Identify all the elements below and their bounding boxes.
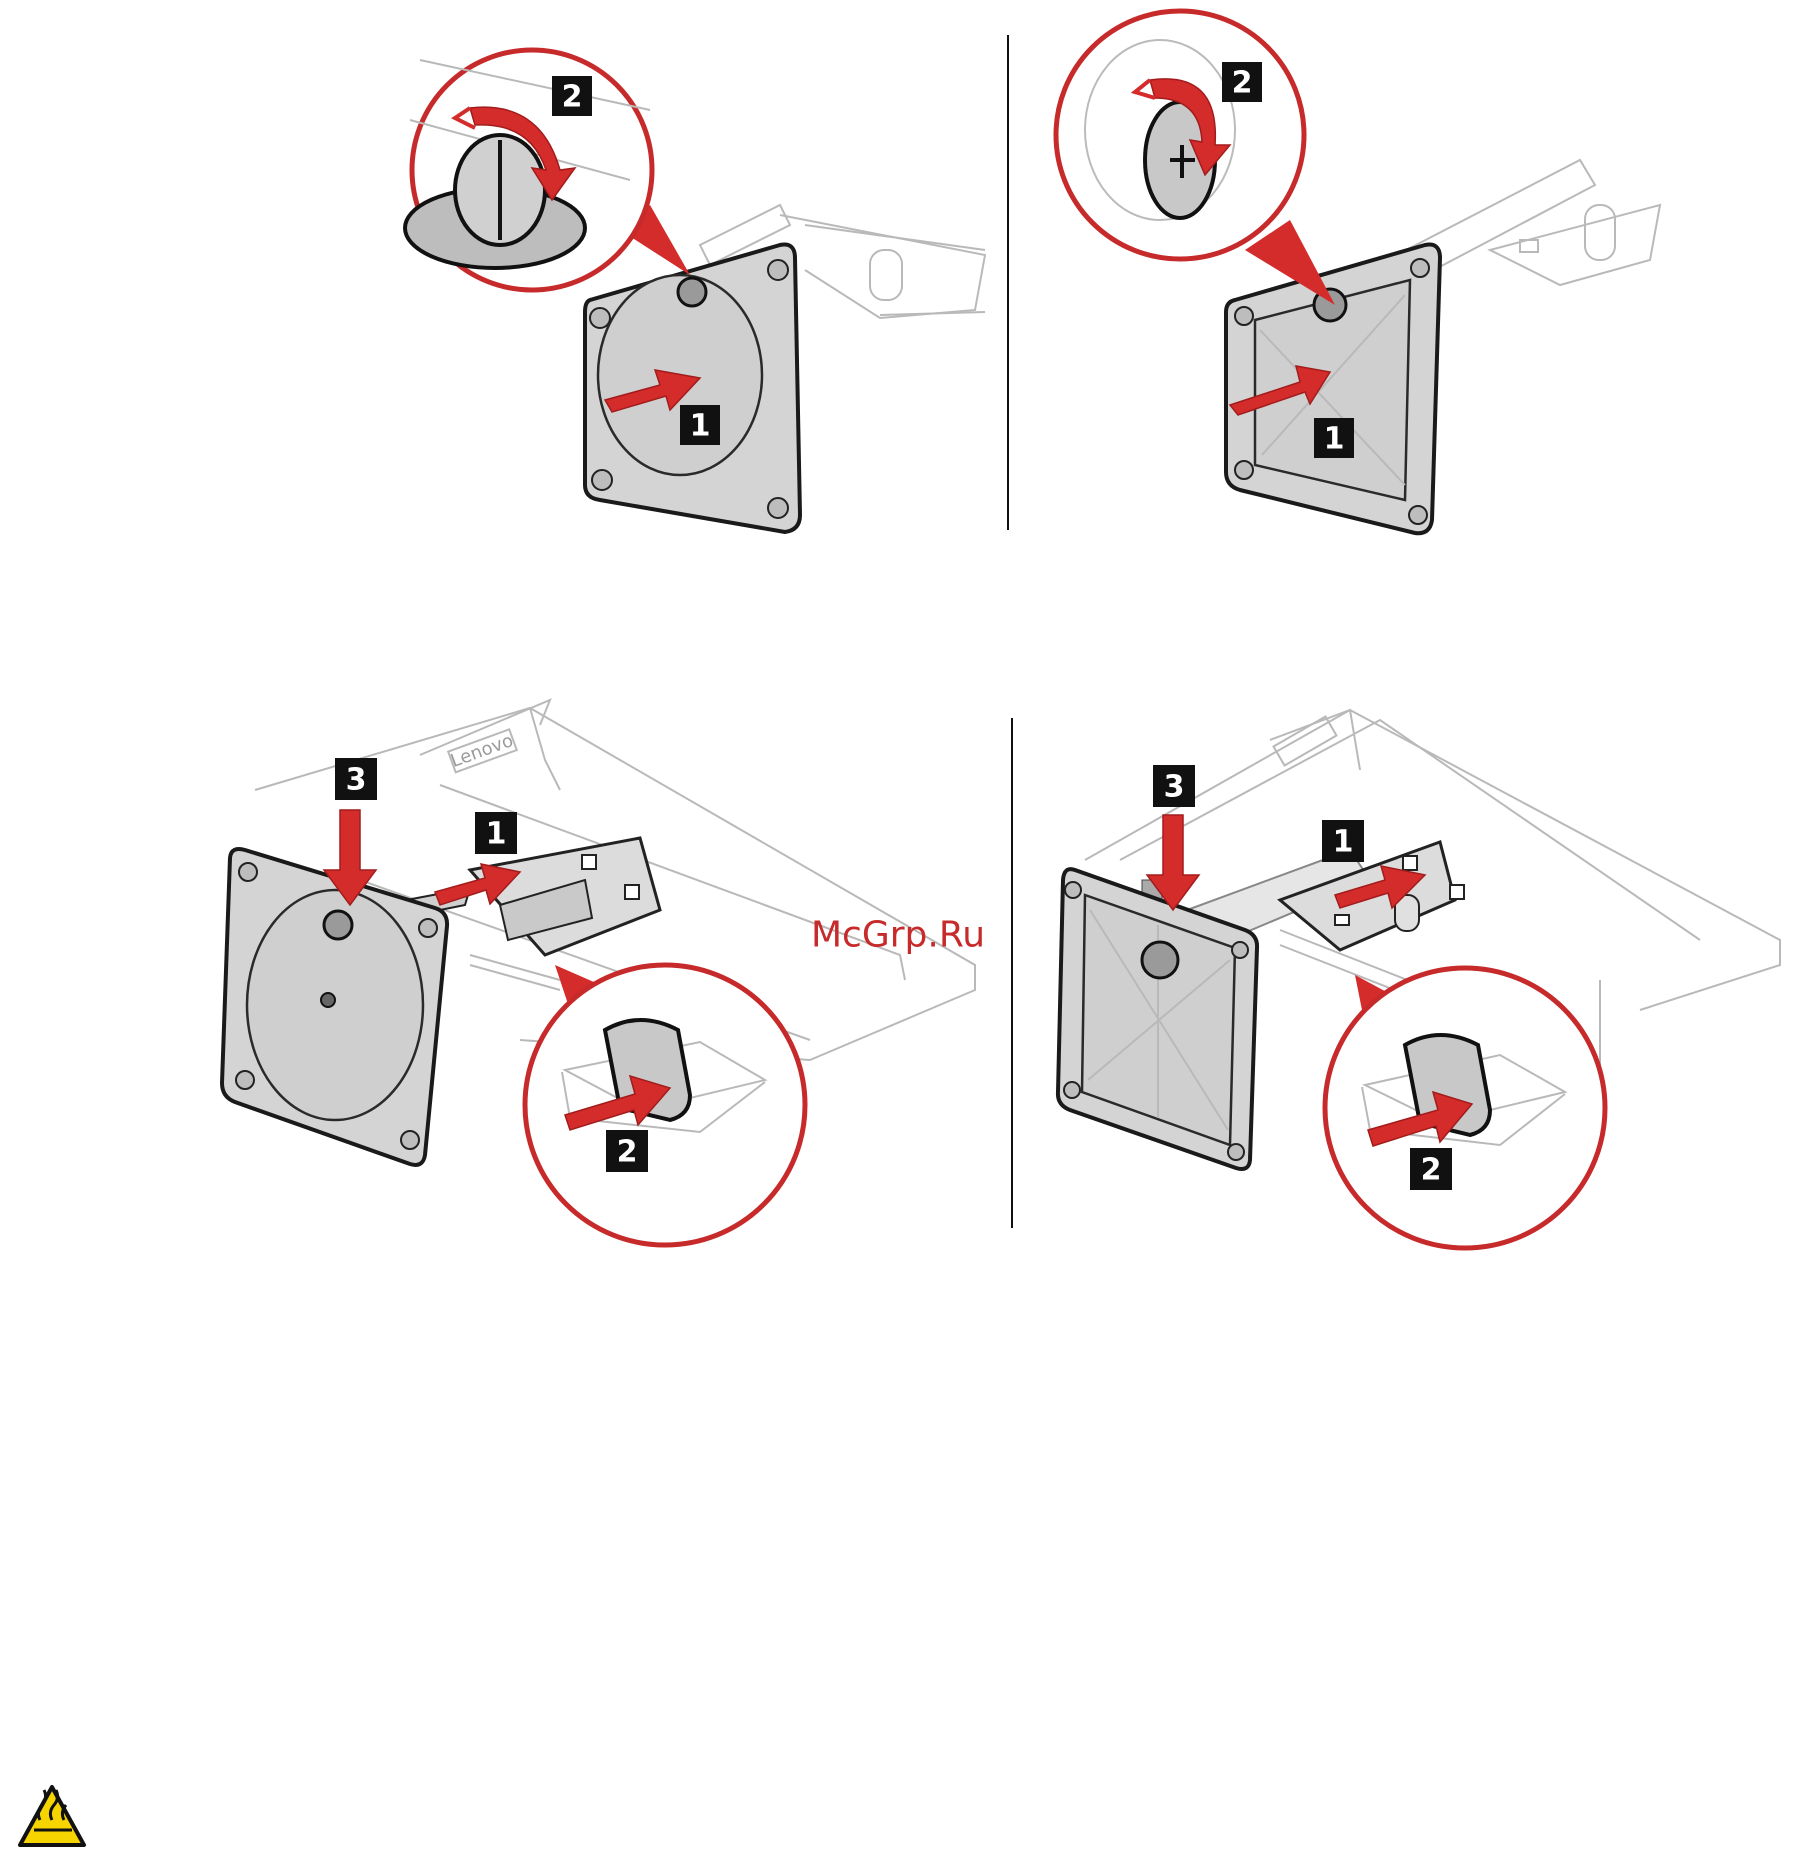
diagram-top-left: 1 2 bbox=[405, 50, 985, 532]
step-badge-label: 1 bbox=[486, 817, 507, 852]
stand-panel bbox=[585, 245, 800, 532]
step-badge: 2 bbox=[606, 1130, 648, 1172]
step-badge-label: 3 bbox=[1164, 770, 1185, 805]
step-badge: 1 bbox=[475, 812, 517, 854]
step-badge: 2 bbox=[1410, 1148, 1452, 1190]
zoom-callout-latch bbox=[525, 965, 805, 1245]
watermark-text: McGrp.Ru bbox=[811, 915, 985, 956]
step-badge-label: 3 bbox=[346, 763, 367, 798]
step-badge-label: 2 bbox=[1421, 1153, 1442, 1188]
step-badge: 2 bbox=[1222, 62, 1262, 102]
step-badge-label: 2 bbox=[617, 1135, 638, 1170]
step-badge-label: 2 bbox=[1232, 66, 1253, 101]
step-badge: 1 bbox=[1322, 820, 1364, 862]
step-badge: 3 bbox=[1153, 765, 1195, 807]
brand-logo-text: Lenovo bbox=[448, 730, 516, 772]
step-badge: 3 bbox=[335, 758, 377, 800]
step-badge-label: 1 bbox=[690, 409, 711, 444]
diagram-bottom-right: 1 2 3 bbox=[1058, 710, 1780, 1248]
stand-panel bbox=[1226, 245, 1440, 534]
step-badge: 1 bbox=[680, 405, 720, 445]
step-badge: 2 bbox=[552, 76, 592, 116]
step-badge-label: 1 bbox=[1324, 422, 1345, 457]
hot-surface-warning-icon bbox=[20, 1787, 84, 1845]
zoom-callout-latch bbox=[1325, 968, 1605, 1248]
stand-panel bbox=[222, 849, 447, 1165]
step-badge: 1 bbox=[1314, 418, 1354, 458]
zoom-callout-thumbscrew bbox=[405, 50, 690, 290]
diagram-bottom-left: Lenovo bbox=[222, 700, 975, 1245]
step-badge-label: 1 bbox=[1333, 825, 1354, 860]
step-badge-label: 2 bbox=[562, 80, 583, 115]
zoom-callout-thumbscrew bbox=[1056, 11, 1335, 305]
diagram-top-right: 1 2 bbox=[1056, 11, 1660, 533]
